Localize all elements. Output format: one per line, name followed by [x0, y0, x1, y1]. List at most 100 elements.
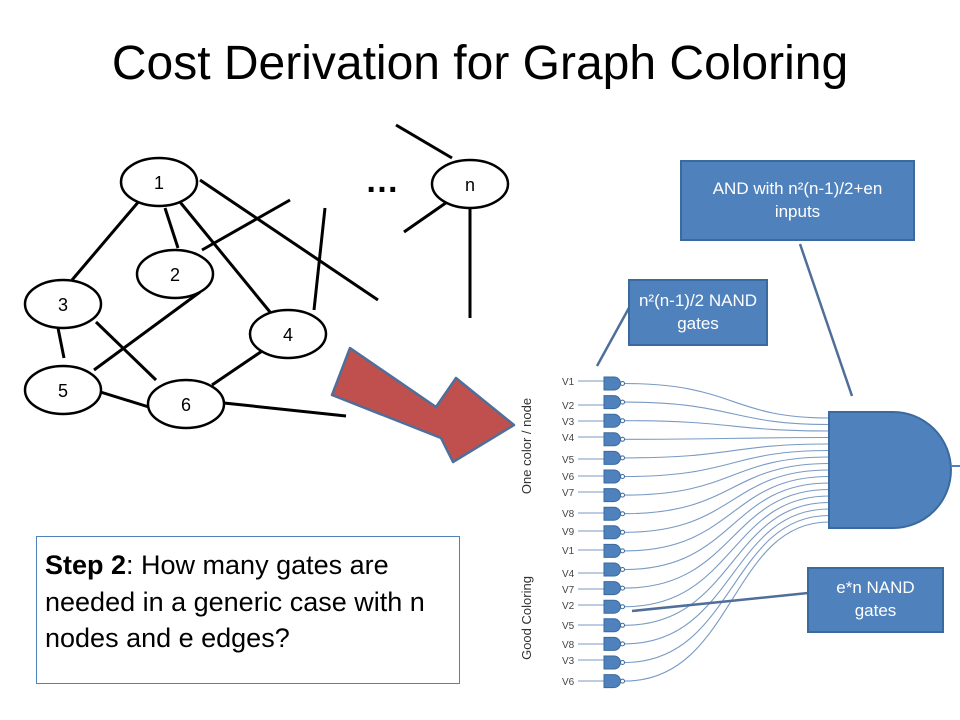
node-label: 6: [181, 395, 191, 415]
lower-input-label: V5: [562, 621, 575, 632]
upper-input-label: V9: [562, 527, 575, 538]
gate-wire: [624, 488, 830, 589]
graph-node-3: 3: [23, 278, 103, 330]
graph-nodes: 1 2 3 4 5 6 n: [23, 156, 510, 430]
nand-bubble: [620, 567, 625, 572]
upper-input-label: V6: [562, 472, 575, 483]
nand-bubble: [620, 548, 625, 554]
nand-gate: [603, 450, 621, 465]
nand-gate: [603, 581, 621, 596]
node-label: 2: [170, 265, 180, 285]
page-title: Cost Derivation for Graph Coloring: [111, 37, 849, 90]
node-label: 5: [58, 381, 68, 401]
gate-wire: [624, 508, 830, 645]
graph-node-2: 2: [135, 248, 215, 300]
one-color-label: One color / node: [519, 398, 534, 494]
upper-input-label: V5: [562, 455, 575, 466]
nand-bubble: [620, 641, 625, 647]
nand-bubble: [620, 436, 625, 442]
lower-input-label: V6: [562, 677, 575, 688]
nand-bubble: [620, 511, 625, 517]
lower-input-label: V1: [562, 546, 575, 557]
and-gate-callout-text: AND with n²(n-1)/2+en inputs: [712, 178, 883, 221]
gate-wire: [624, 482, 830, 571]
lower-input-label: V2: [562, 601, 575, 612]
nand-bubble: [620, 678, 625, 684]
nand-gate: [603, 469, 621, 484]
upper-input-label: V8: [562, 509, 575, 520]
nand-bubble: [620, 474, 625, 479]
gate-wire: [624, 456, 830, 496]
upper-input-label: V3: [562, 417, 575, 428]
nand-gate: [603, 376, 621, 391]
gate-wire: [624, 501, 830, 626]
circuit-gates: [603, 376, 625, 689]
and-gate-callout: AND with n²(n-1)/2+en inputs: [680, 160, 915, 241]
lower-input-label: V7: [562, 585, 575, 596]
graph-edges: [56, 123, 472, 418]
nand-gate: [603, 636, 621, 651]
graph-node-4: 4: [248, 308, 328, 360]
nand-top-callout-text: n²(n-1)/2 NAND gates: [638, 290, 758, 333]
lower-input-label: V4: [562, 569, 575, 580]
ellipsis-text: …: [365, 162, 399, 200]
question-box: Step 2: How many gates are needed in a g…: [36, 536, 460, 684]
graph-node-6: 6: [146, 378, 226, 430]
nand-gate: [603, 432, 621, 447]
and-gate: [828, 411, 960, 529]
gate-wire: [624, 514, 830, 664]
nand-gate: [603, 674, 621, 689]
upper-input-label: V1: [562, 377, 575, 388]
nand-bubble: [620, 418, 625, 424]
gate-wire: [624, 495, 830, 608]
callout-connectors: [595, 243, 854, 613]
gate-wire: [624, 449, 830, 478]
upper-input-label: V7: [562, 488, 575, 499]
question-text: : How many gates are needed in a generic…: [45, 550, 425, 654]
nand-bubble: [620, 660, 625, 665]
graph-node-n: n: [430, 158, 510, 210]
nand-gate: [603, 562, 621, 577]
nand-bubble: [620, 455, 625, 461]
lower-input-label: V3: [562, 656, 575, 667]
nand-bubble: [620, 585, 625, 591]
nand-gate: [603, 599, 621, 614]
nand-gate: [603, 395, 621, 410]
nand-bubble: [620, 622, 625, 628]
nand-bubble: [620, 492, 625, 498]
nand-gate: [603, 543, 621, 558]
nand-gate: [603, 618, 621, 633]
node-label: 1: [154, 173, 164, 193]
nand-bubble: [620, 529, 625, 535]
nand-bubble: [620, 399, 625, 405]
nand-bubble: [620, 381, 625, 386]
graph-node-5: 5: [23, 364, 103, 416]
gate-wire: [624, 436, 830, 440]
node-label: 4: [283, 325, 293, 345]
gate-wire: [624, 382, 830, 419]
good-coloring-label: Good Coloring: [519, 576, 534, 660]
nand-gate: [603, 488, 621, 503]
nand-gate: [603, 506, 621, 521]
lower-input-label: V8: [562, 640, 575, 651]
nand-gate: [603, 413, 621, 428]
upper-input-label: V4: [562, 433, 575, 444]
question-step: Step 2: [45, 550, 127, 580]
gate-wire: [624, 469, 830, 533]
gate-wire: [624, 462, 830, 515]
gate-wire: [624, 401, 830, 426]
nand-gate: [603, 525, 621, 540]
nand-gate: [603, 655, 621, 670]
nand-top-callout: n²(n-1)/2 NAND gates: [628, 279, 768, 346]
upper-input-label: V2: [562, 401, 575, 412]
node-label: n: [465, 175, 475, 195]
nand-bubble: [620, 604, 625, 610]
node-label: 3: [58, 295, 68, 315]
gate-wire: [624, 475, 830, 552]
transform-arrow: [330, 346, 516, 464]
graph-node-1: 1: [119, 156, 199, 208]
nand-bottom-callout-text: e*n NAND gates: [836, 578, 915, 620]
